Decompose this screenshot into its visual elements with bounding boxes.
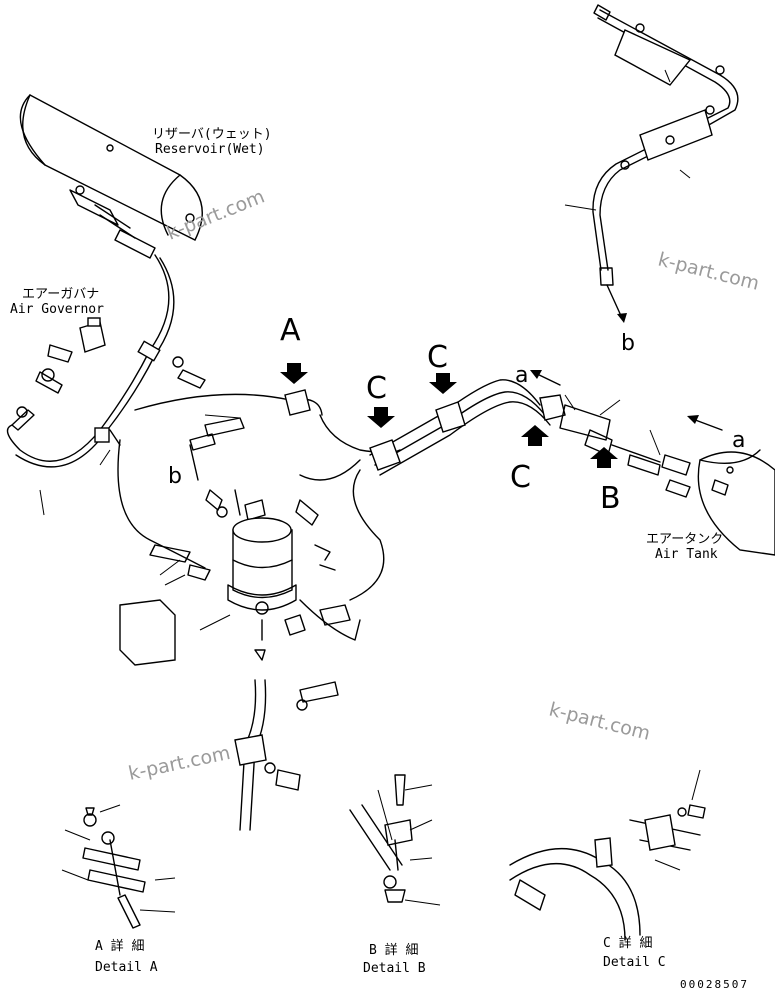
callout-c-right: C [510,460,531,495]
air-governor-label-en: Air Governor [10,302,104,317]
watermark: k-part.com [656,249,762,295]
fitting [284,614,306,636]
clamp [137,340,161,362]
clamp-a [284,389,311,416]
fitting [314,544,331,561]
bracket [119,599,176,666]
callout-b: B [600,481,621,516]
arrowhead [530,370,542,379]
washer [172,356,184,368]
clamp [94,427,110,443]
leader-line [199,614,231,631]
detail-c-label-en: Detail C [603,955,666,970]
detail-b-label-jp: B 詳 細 [369,942,418,958]
callout-c-left: C [366,371,387,406]
reservoir-label-en: Reservoir(Wet) [155,142,265,157]
watermark: k-part.com [547,699,653,745]
air-tank-label-en: Air Tank [655,547,718,562]
fitting [319,564,336,571]
leader-line [649,429,661,456]
detail-c-drawing [509,769,706,941]
callout-a-lower-right: a [732,428,745,453]
air-governor [11,317,106,431]
detail-a-drawing [61,804,176,929]
reservoir-label-jp: リザーバ(ウェット) [152,127,272,142]
leader-line [599,399,621,416]
fitting [295,499,319,526]
arrow-c-left [367,407,395,428]
callout-a-lower-top: a [515,363,528,388]
detail-b-drawing [349,774,441,906]
arrow-c-top [429,373,457,394]
air-dryer-canister [227,517,297,641]
arrow-c-right [521,425,549,446]
fittings-center [189,414,266,521]
leader-line [99,449,111,466]
detail-b-label-en: Detail B [363,961,426,976]
callout-a: A [280,313,301,348]
air-governor-label-jp: エアーガバナ [22,287,99,302]
part-number: 00028507 [680,978,749,991]
upper-tube-routing [564,4,739,323]
detail-c-label-jp: C 詳 細 [603,935,652,951]
callout-c-top: C [427,340,448,375]
fitting [149,544,191,563]
leader-line [164,574,186,586]
arrowhead [687,415,699,424]
arrow-b [590,447,618,468]
leader-line [39,489,45,516]
detail-a-label-en: Detail A [95,960,158,975]
callout-b-upper: b [621,331,635,356]
fitting [187,564,211,581]
watermark: k-part.com [126,742,232,785]
leader-line [159,559,181,576]
callout-b-lower: b [168,464,182,489]
tube [299,599,361,641]
reservoir-wet-tank [19,94,203,259]
detail-a-label-jp: A 詳 細 [95,938,144,954]
bolt [177,369,206,389]
arrow-a [280,363,308,384]
air-tank-label-jp: エアータンク [646,532,723,547]
air-tank [697,449,775,556]
air-line-right [299,379,691,601]
fitting [319,604,351,626]
leader-line [564,394,576,411]
drain-line [234,649,339,831]
